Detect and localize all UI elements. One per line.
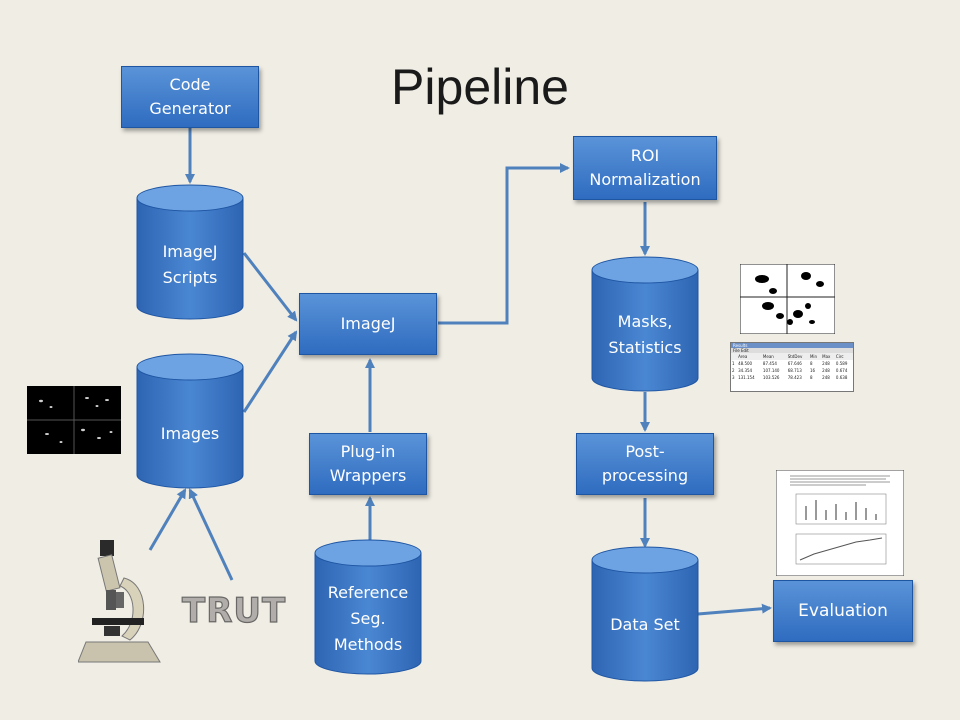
arrow-microscope-to-images	[148, 488, 187, 551]
results-menu-edit: Edit	[740, 348, 749, 353]
microscope-icon	[78, 540, 161, 663]
plugin-wrappers-box: Plug-in Wrappers	[309, 433, 427, 495]
arrow-dataset-to-evaluation	[697, 603, 772, 616]
masks-thumbnail	[740, 264, 835, 334]
slide-title: Pipeline	[391, 59, 569, 115]
results-menu-file: File	[733, 348, 740, 353]
cylinder-reference-methods	[314, 539, 422, 675]
masks-statistics-label: Masks, Statistics	[608, 312, 682, 357]
arrow-scripts-to-imagej	[242, 252, 298, 322]
imagej-scripts-label: ImageJ Scripts	[162, 242, 218, 287]
cylinder-data-set	[591, 546, 699, 682]
evaluation-box: Evaluation	[773, 580, 913, 642]
cylinder-images	[136, 353, 244, 489]
cylinder-masks-statistics	[591, 256, 699, 392]
evaluation-report-thumbnail	[776, 470, 904, 576]
code-generator-box: Code Generator	[121, 66, 259, 128]
truth-label-graphic: TRUTH	[181, 590, 288, 631]
arrow-images-to-imagej	[242, 330, 298, 413]
imagej-box: ImageJ	[299, 293, 437, 355]
reference-methods-label: Reference Seg. Methods	[327, 583, 409, 654]
micrograph-thumbnail	[27, 386, 121, 454]
arrow-truth-to-images	[188, 488, 234, 581]
cylinder-imagej-scripts	[136, 184, 244, 320]
images-label: Images	[160, 424, 220, 443]
arrow-imagej-to-roi	[438, 163, 570, 325]
data-set-label: Data Set	[610, 615, 680, 634]
post-processing-box: Post- processing	[576, 433, 714, 495]
results-window-title: Results	[731, 343, 853, 348]
roi-normalization-box: ROI Normalization	[573, 136, 717, 200]
results-window-menu: File Edit	[731, 348, 853, 353]
truth-label: TRUTH	[182, 591, 288, 631]
